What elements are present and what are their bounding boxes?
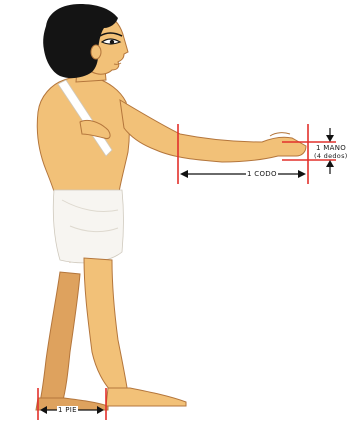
mano-arrowhead-top — [326, 135, 334, 142]
front-foot — [106, 388, 186, 406]
torso — [37, 77, 129, 198]
ear — [91, 45, 101, 59]
codo-arrowhead-right — [298, 170, 306, 178]
back-leg — [40, 272, 80, 404]
front-leg — [84, 258, 128, 394]
eye-pupil — [110, 40, 114, 44]
codo-label: 1 CODO — [246, 170, 278, 178]
mano-sub-label: (4 dedos) — [314, 152, 348, 160]
codo-arrowhead-left — [180, 170, 188, 178]
mano-arrowhead-bottom — [326, 160, 334, 167]
pie-label: 1 PIE — [57, 406, 78, 414]
thumb — [270, 133, 290, 136]
extended-arm — [120, 100, 306, 162]
mano-label: 1 MANO — [316, 144, 346, 152]
